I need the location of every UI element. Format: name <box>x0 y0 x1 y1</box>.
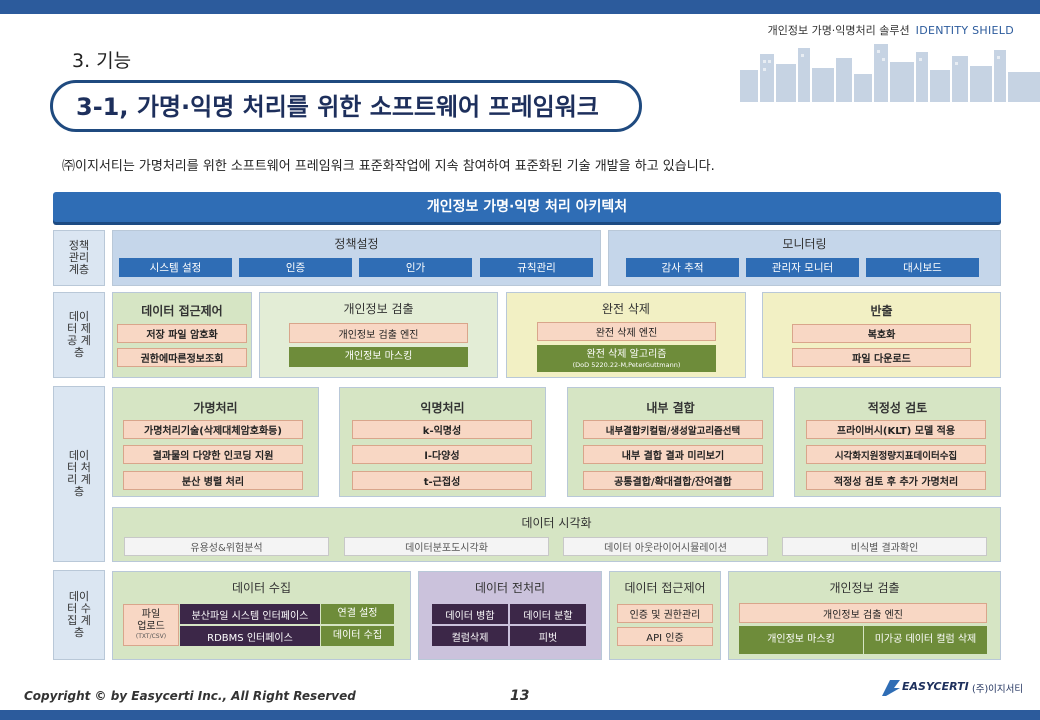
privacy-detect-engine: 개인정보 검출 엔진 <box>289 323 468 343</box>
export-item: 파일 다운로드 <box>792 348 971 367</box>
company-logo: EASYCERTI (주)이지서티 <box>880 676 1030 700</box>
monitoring-item: 대시보드 <box>866 258 979 277</box>
preprocess-item: 컬럼삭제 <box>432 626 508 646</box>
access-collect-item: API 인증 <box>617 627 713 646</box>
data-access-item: 권한에따른정보조회 <box>117 348 247 367</box>
privacy-masking: 개인정보 마스킹 <box>289 347 468 367</box>
title-frame <box>50 80 642 132</box>
layer-label-collect: 데이 터 수 집 계 층 <box>53 570 105 660</box>
privacy-detect-title: 개인정보 검출 <box>343 302 414 316</box>
adequacy-review-title: 적정성 검토 <box>867 401 928 415</box>
file-upload-label: 파일 업로드 <box>137 609 165 632</box>
brand-name: IDENTITY SHIELD <box>915 24 1014 37</box>
collect-item: 연결 설정 <box>321 604 394 624</box>
pseudonymization-item: 분산 병렬 처리 <box>123 471 303 490</box>
access-collect-item: 인증 및 권한관리 <box>617 604 713 623</box>
policy-settings-title: 정책설정 <box>334 237 379 251</box>
skyline-illustration <box>740 44 1040 102</box>
logo-mark-icon <box>882 680 900 696</box>
policy-item: 인가 <box>359 258 472 277</box>
intro-text: ㈜이지서티는 가명처리를 위한 소프트웨어 프레임워크 표준화작업에 지속 참여… <box>62 159 715 174</box>
logo-text: EASYCERTI <box>902 680 969 693</box>
export-item: 복호화 <box>792 324 971 343</box>
data-access-title: 데이터 접근제어 <box>141 304 223 318</box>
internal-join-item: 공통결합/확대결합/잔여결합 <box>583 471 763 490</box>
pseudonymization-item: 가명처리기술(삭제대체암호화등) <box>123 420 303 439</box>
collect-item: 분산파일 시스템 인터페이스 <box>180 604 320 624</box>
internal-join-item: 내부결합키컬럼/생성알고리즘선택 <box>583 420 763 439</box>
internal-join-item: 내부 결합 결과 미리보기 <box>583 445 763 464</box>
delete-algorithm: 완전 삭제 알고리즘 (DoD 5220.22-M,PeterGuttmann) <box>537 345 716 372</box>
monitoring-item: 관리자 모니터 <box>746 258 859 277</box>
layer-label-policy: 정책 관리 계층 <box>53 230 105 286</box>
privacy-detect-collect-engine: 개인정보 검출 엔진 <box>739 603 987 623</box>
raw-column-delete: 미가공 데이터 컬럼 삭제 <box>864 626 987 654</box>
preprocess-item: 피벗 <box>510 626 586 646</box>
layer-label-process: 데이 터 처 리 계 층 <box>53 386 105 562</box>
internal-join-title: 내부 결합 <box>646 401 695 415</box>
complete-delete-title: 완전 삭제 <box>602 302 650 316</box>
adequacy-review-item: 시각화지원정량지표데이터수집 <box>806 445 986 464</box>
anonymization-item: l-다양성 <box>352 445 532 464</box>
data-access-collect-title: 데이터 접근제어 <box>624 581 706 595</box>
visualization-item: 데이터 아웃라이어시뮬레이션 <box>563 537 768 556</box>
pseudonymization-title: 가명처리 <box>193 401 238 415</box>
monitoring-title: 모니터링 <box>782 237 827 251</box>
delete-engine: 완전 삭제 엔진 <box>537 322 716 341</box>
visualization-item: 비식별 결과확인 <box>782 537 987 556</box>
export-title: 반출 <box>870 304 893 318</box>
file-upload-box: 파일 업로드 (TXT/CSV) <box>123 604 179 646</box>
pseudonymization-item: 결과물의 다양한 인코딩 지원 <box>123 445 303 464</box>
delete-algorithm-standards: (DoD 5220.22-M,PeterGuttmann) <box>572 360 681 369</box>
section-label: 3. 기능 <box>72 50 132 72</box>
data-access-item: 저장 파일 암호화 <box>117 324 247 343</box>
privacy-masking-collect: 개인정보 마스킹 <box>739 626 863 654</box>
policy-item: 시스템 설정 <box>119 258 232 277</box>
adequacy-review-item: 적정성 검토 후 추가 가명처리 <box>806 471 986 490</box>
page-number: 13 <box>510 688 530 704</box>
logo-text-kr: (주)이지서티 <box>972 684 1024 695</box>
anonymization-title: 익명처리 <box>420 401 465 415</box>
data-collect-title: 데이터 수집 <box>231 581 291 595</box>
page-title: 3-1, 가명·익명 처리를 위한 소프트웨어 프레임워크 <box>76 93 599 121</box>
data-preprocess-title: 데이터 전처리 <box>474 581 546 595</box>
layer-label-provide: 데이 터 제 공 계 층 <box>53 292 105 378</box>
bottom-bar <box>0 710 1040 720</box>
copyright-text: Copyright © by Easycerti Inc., All Right… <box>24 689 356 703</box>
adequacy-review-item: 프라이버시(KLT) 모델 적용 <box>806 420 986 439</box>
architecture-header: 개인정보 가명·익명 처리 아키텍처 <box>53 192 1001 222</box>
preprocess-item: 데이터 분할 <box>510 604 586 624</box>
anonymization-item: t-근접성 <box>352 471 532 490</box>
visualization-item: 데이터분포도시각화 <box>344 537 549 556</box>
delete-algorithm-label: 완전 삭제 알고리즘 <box>586 348 667 360</box>
policy-item: 인증 <box>239 258 352 277</box>
privacy-detect-collect-title: 개인정보 검출 <box>829 581 900 595</box>
anonymization-item: k-익명성 <box>352 420 532 439</box>
monitoring-item: 감사 추적 <box>626 258 739 277</box>
collect-item: RDBMS 인터페이스 <box>180 626 320 646</box>
file-upload-format: (TXT/CSV) <box>135 633 167 640</box>
preprocess-item: 데이터 병합 <box>432 604 508 624</box>
policy-item: 규칙관리 <box>480 258 593 277</box>
data-visualization-title: 데이터 시각화 <box>521 516 592 530</box>
visualization-item: 유용성&위험분석 <box>124 537 329 556</box>
collect-item: 데이터 수집 <box>321 626 394 646</box>
top-bar <box>0 0 1040 14</box>
